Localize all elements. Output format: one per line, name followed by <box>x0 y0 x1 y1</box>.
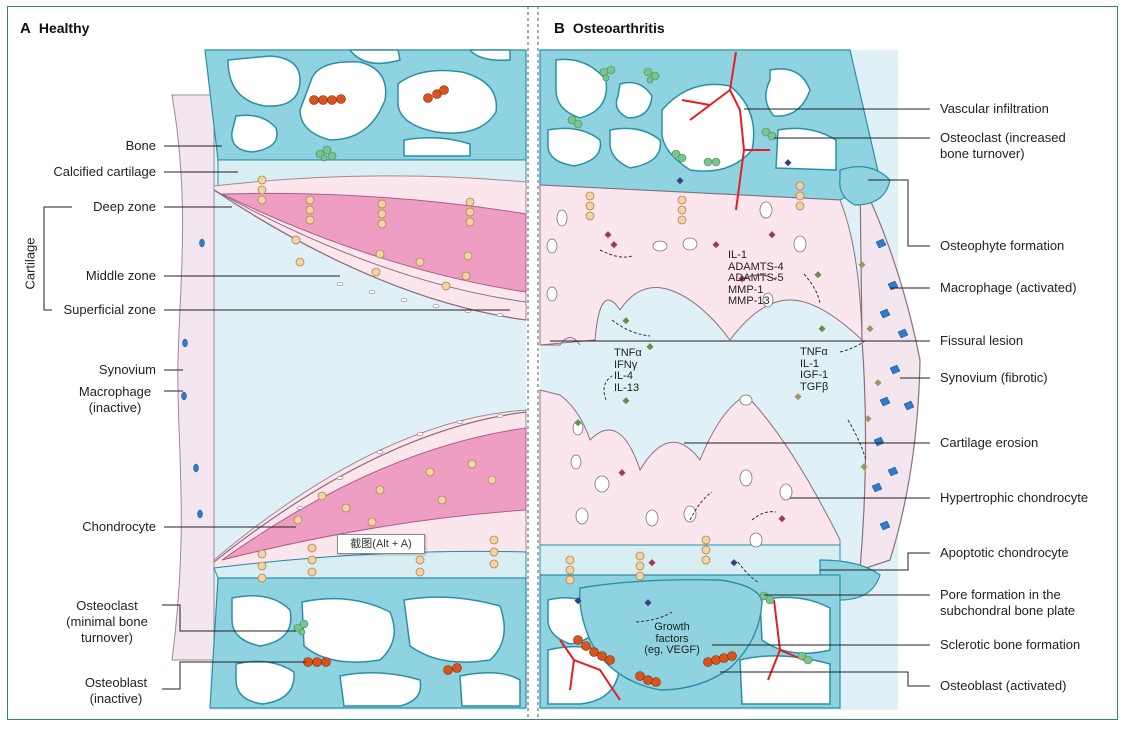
label-superficial-zone: Superficial zone <box>63 302 157 317</box>
label-macrophage-activated: Macrophage (activated) <box>940 280 1077 295</box>
label-osteophyte-formation: Osteophyte formation <box>940 238 1065 253</box>
panel-b-title-text: Osteoarthritis <box>572 20 665 36</box>
label-deep-zone: Deep zone <box>93 199 156 214</box>
label-sclerotic-bone: Sclerotic bone formation <box>940 637 1081 652</box>
label-osteoblast-inactive: Osteoblast(inactive) <box>84 675 148 706</box>
osteoblast-icon <box>573 635 737 687</box>
label-cartilage-group: Cartilage <box>22 237 38 290</box>
figure-frame <box>7 6 1118 720</box>
bone-top-a <box>204 49 527 161</box>
label-macrophage-inactive: Macrophage(inactive) <box>78 384 152 415</box>
label-hypertrophic-chondrocyte: Hypertrophic chondrocyte <box>940 490 1089 505</box>
chondrocyte-icon <box>565 181 805 585</box>
panel-a-joint <box>171 49 527 710</box>
panel-b-letter: B <box>554 20 565 37</box>
label-bone: Bone <box>125 138 156 153</box>
osteoblast-icon <box>303 85 462 675</box>
macrophage-icon <box>181 238 205 519</box>
label-middle-zone: Middle zone <box>85 268 156 283</box>
label-fissural-lesion: Fissural lesion <box>940 333 1024 348</box>
label-apoptotic-chondrocyte: Apoptotic chondrocyte <box>940 545 1069 560</box>
panel-b-joint <box>539 49 921 710</box>
panel-b-title: B Osteoarthritis <box>554 20 665 37</box>
label-synovium: Synovium <box>98 362 156 377</box>
label-osteoblast-activated: Osteoblast (activated) <box>940 678 1067 693</box>
macrophage-icon <box>871 238 915 531</box>
osteoclast-icon <box>293 145 337 636</box>
label-synovium-fibrotic: Synovium (fibrotic) <box>940 370 1048 385</box>
leader-lines-left <box>43 145 510 690</box>
osteoclast-icon <box>567 65 813 665</box>
label-vascular-infiltration: Vascular infiltration <box>940 101 1049 116</box>
panel-a-title-text: Healthy <box>38 20 90 36</box>
screenshot-tooltip: 截图(Alt + A) <box>337 534 425 554</box>
leader-lines-right <box>550 108 930 687</box>
cytokine-diamond-icon <box>574 159 882 607</box>
label-chondrocyte: Chondrocyte <box>82 519 156 534</box>
panel-a-letter: A <box>20 20 31 37</box>
bone-top-b <box>539 49 881 201</box>
label-cartilage-erosion: Cartilage erosion <box>940 435 1039 450</box>
blood-vessel-icon <box>559 51 805 701</box>
chondrocyte-icon <box>257 175 499 583</box>
bone-bottom-a <box>209 577 527 709</box>
label-calcified-cartilage: Calcified cartilage <box>53 164 156 179</box>
panel-a-title: A Healthy <box>20 20 89 37</box>
